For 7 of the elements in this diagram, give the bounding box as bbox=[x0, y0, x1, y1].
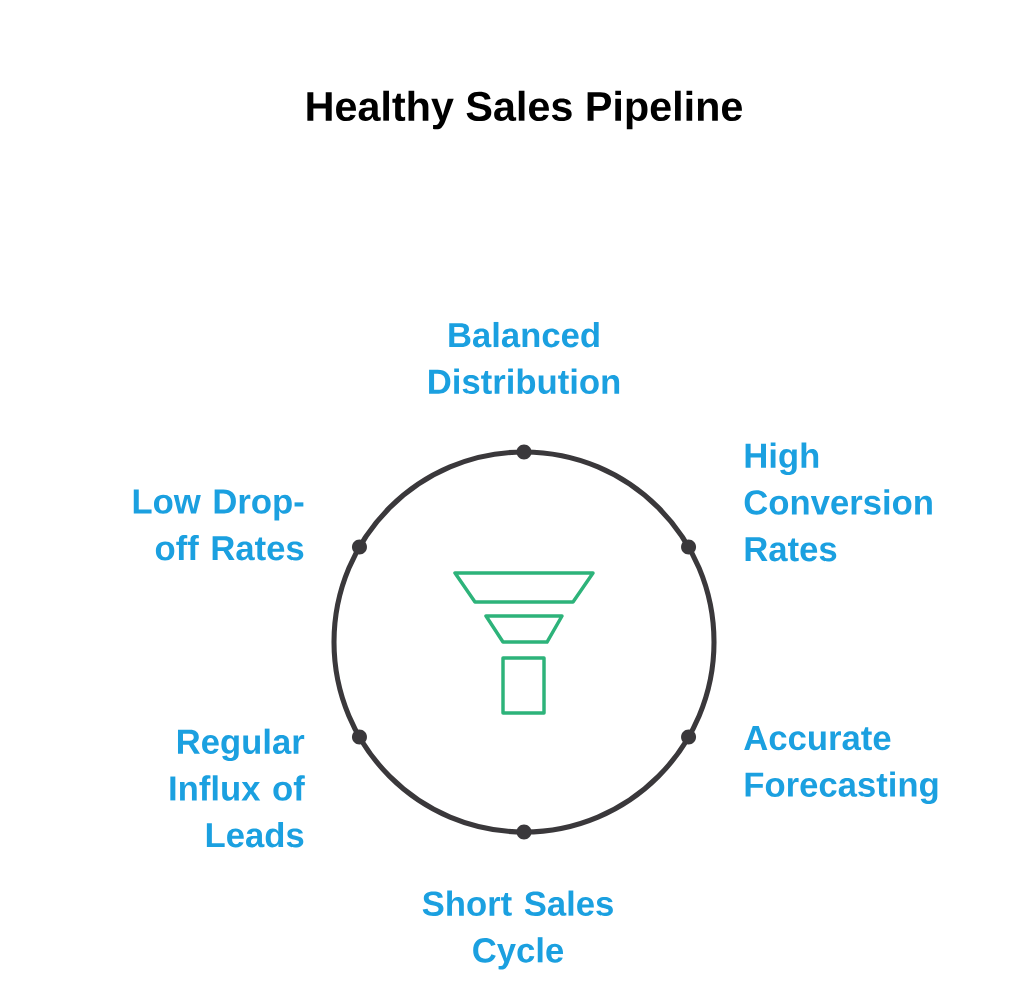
feature-label: Short Sales Cycle bbox=[422, 890, 613, 970]
feature-label: Low Drop-off Rates bbox=[133, 489, 304, 561]
feature-label: Accurate Forecasting bbox=[744, 726, 938, 804]
feature-label: High Conversion Rates bbox=[744, 442, 932, 562]
title: Healthy Sales Pipeline bbox=[307, 90, 742, 130]
feature-label: Balanced Distribution bbox=[429, 321, 620, 395]
feature-label: Regular Influx of Leads bbox=[170, 728, 305, 848]
